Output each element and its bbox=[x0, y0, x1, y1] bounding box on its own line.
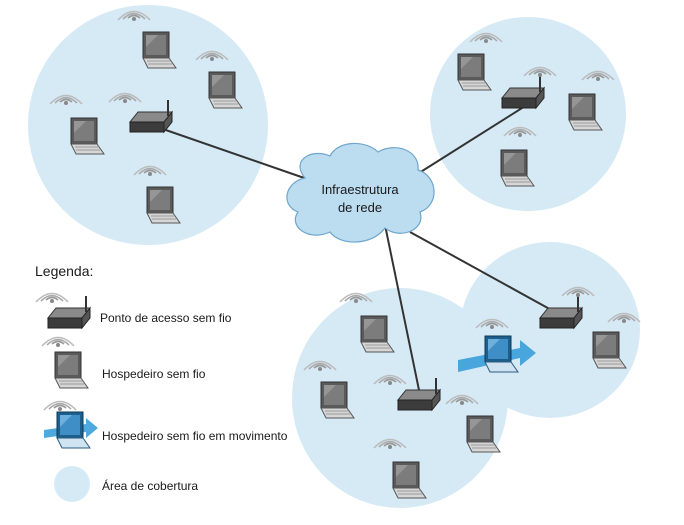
legend-mobile-host-icon bbox=[43, 400, 98, 449]
legend-access-point-icon bbox=[47, 295, 91, 329]
legend-title: Legenda: bbox=[35, 263, 93, 279]
cloud-label-line2: de rede bbox=[338, 200, 382, 215]
legend-coverage-label: Área de cobertura bbox=[102, 478, 198, 493]
network-infrastructure-cloud: Infraestrutura de rede bbox=[286, 142, 435, 243]
legend: Legenda: Ponto de acesso sem fio Hospede… bbox=[35, 263, 288, 502]
mobile-host bbox=[458, 318, 536, 373]
legend-access-point-label: Ponto de acesso sem fio bbox=[100, 311, 232, 325]
coverage-area-bottom-right bbox=[460, 242, 640, 418]
legend-host-icon bbox=[54, 351, 89, 389]
cloud-label-line1: Infraestrutura bbox=[321, 182, 399, 197]
legend-host-label: Hospedeiro sem fio bbox=[102, 367, 206, 381]
legend-coverage-icon bbox=[54, 466, 90, 502]
legend-mobile-host-label: Hospedeiro sem fio em movimento bbox=[102, 429, 288, 443]
